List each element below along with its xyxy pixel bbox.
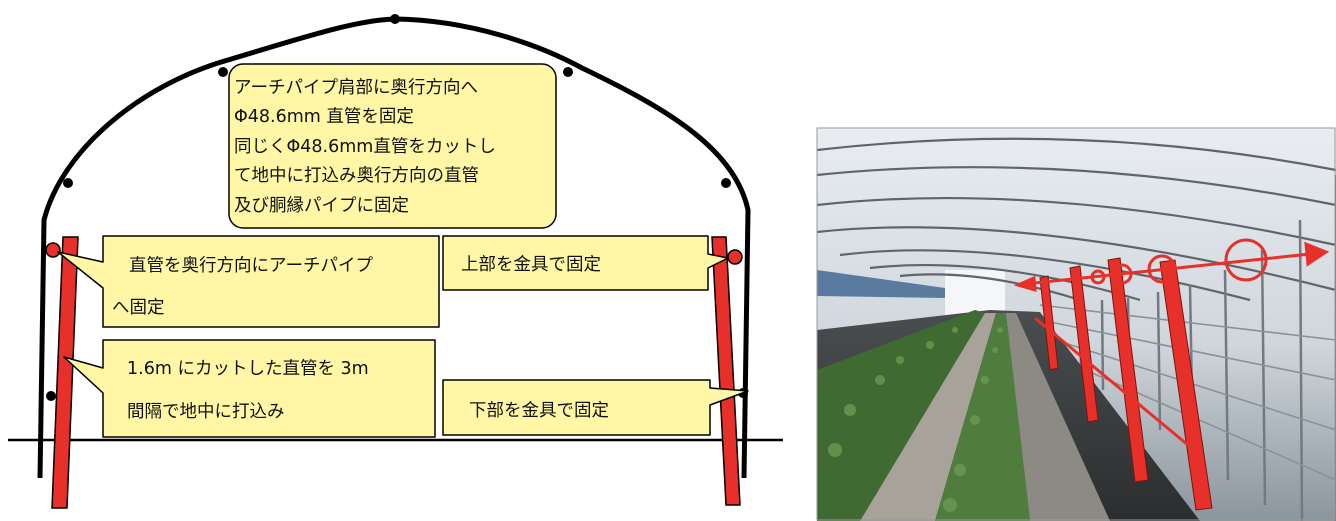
photo-frame — [816, 127, 1336, 521]
callout-top-line: Φ48.6mm 直管を固定 — [234, 107, 414, 127]
fitting-dot — [390, 14, 400, 24]
callout-left-lower-line: 間隔で地中に打込み — [127, 402, 285, 422]
greenhouse-interior-photo — [817, 128, 1336, 521]
callout-top-line: 同じくΦ48.6mm直管をカットし — [234, 137, 496, 157]
fitting-dot — [563, 67, 573, 77]
callout-right-upper: 上部を金具で固定 — [442, 235, 729, 291]
left-stake-pipe — [51, 236, 79, 509]
callout-top: アーチパイプ肩部に奥行方向へ Φ48.6mm 直管を固定 同じくΦ48.6mm直… — [228, 63, 557, 229]
fitting-dot — [46, 391, 56, 401]
callout-right-lower-line: 下部を金具で固定 — [469, 401, 609, 421]
callout-top-line: て地中に打込み奥行方向の直管 — [234, 166, 479, 186]
callout-top-line: アーチパイプ肩部に奥行方向へ — [234, 78, 478, 98]
callout-top-line: 及び胴縁パイプに固定 — [234, 196, 409, 216]
callout-left-upper-line: 直管を奥行方向にアーチパイプ — [129, 256, 373, 276]
right-fixing-circle — [727, 249, 743, 265]
svg-text:下部を金具で固定: 下部を金具で固定 — [469, 401, 609, 421]
callout-left-upper-line: へ固定 — [112, 298, 165, 318]
fitting-dot — [63, 178, 73, 188]
right-stake-pipe — [711, 236, 741, 506]
walkway-left — [860, 313, 996, 521]
svg-text:上部を金具で固定: 上部を金具で固定 — [461, 255, 601, 275]
svg-text:直管を奥行方向にアーチパイプ へ固定: 直管を奥行方向にアーチパイプ へ固定 — [112, 256, 379, 318]
arch-ribs — [817, 137, 1336, 302]
photo-red-stakes — [1039, 257, 1213, 511]
cross-section-diagram: アーチパイプ肩部に奥行方向へ Φ48.6mm 直管を固定 同じくΦ48.6mm直… — [8, 14, 783, 509]
callout-left-lower-line: 1.6m にカットした直管を 3m — [127, 359, 369, 379]
walkway-right — [1006, 313, 1110, 521]
callout-left-upper: 直管を奥行方向にアーチパイプ へ固定 — [57, 235, 440, 328]
photo-direction-arrow — [1013, 238, 1330, 293]
photo-ground-line — [1034, 316, 1201, 457]
svg-text:1.6m にカットした直管を 3m 間隔で地: 1.6m にカットした直管を 3m 間隔で地中に打込み — [127, 359, 374, 422]
fitting-dot — [721, 178, 731, 188]
callout-left-lower: 1.6m にカットした直管を 3m 間隔で地中に打込み — [63, 339, 436, 438]
planting-bed-left — [817, 310, 985, 521]
callout-right-lower: 下部を金具で固定 — [442, 379, 749, 436]
left-fixing-circle — [45, 242, 61, 258]
svg-text:アーチパイプ肩部に奥行方向へ Φ48.6mm: アーチパイプ肩部に奥行方向へ Φ48.6mm 直管を固定 同じくΦ48.6mm直… — [234, 78, 501, 216]
callout-right-upper-line: 上部を金具で固定 — [461, 255, 601, 275]
fitting-dot — [218, 67, 228, 77]
plant-texture — [828, 327, 1003, 512]
left-wall-strip — [817, 270, 945, 298]
